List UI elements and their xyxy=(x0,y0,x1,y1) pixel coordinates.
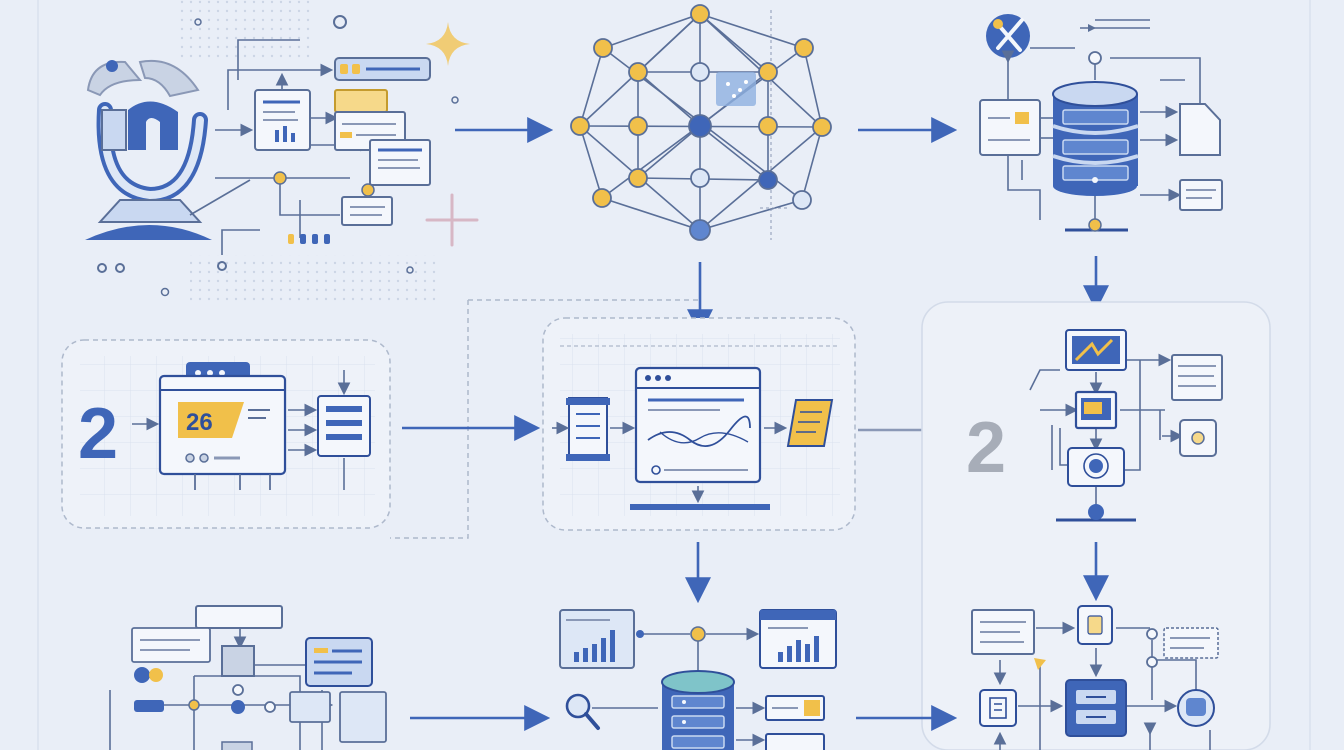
step-number-right: 2 xyxy=(966,408,1006,488)
circuit-lines xyxy=(189,39,374,255)
magnifier-icon xyxy=(565,693,600,730)
database-icon-bottom xyxy=(592,626,825,750)
document-stack xyxy=(160,15,459,297)
bar-chart-icon xyxy=(559,609,837,669)
chart-window-icon xyxy=(542,317,856,531)
robot-arm-icon xyxy=(85,0,440,305)
server-cluster xyxy=(971,605,1219,750)
tools-icon xyxy=(986,14,1030,58)
sparkle-icon xyxy=(425,22,479,247)
background-frame xyxy=(37,0,1311,750)
circuit-cluster xyxy=(109,605,387,750)
calendar-value: 26 xyxy=(186,409,213,436)
document-icon xyxy=(254,89,311,151)
step-number-left: 2 xyxy=(78,394,118,474)
database-icon xyxy=(979,19,1223,232)
calendar-icon: 26 xyxy=(158,362,371,490)
network-graph-icon xyxy=(570,4,832,241)
